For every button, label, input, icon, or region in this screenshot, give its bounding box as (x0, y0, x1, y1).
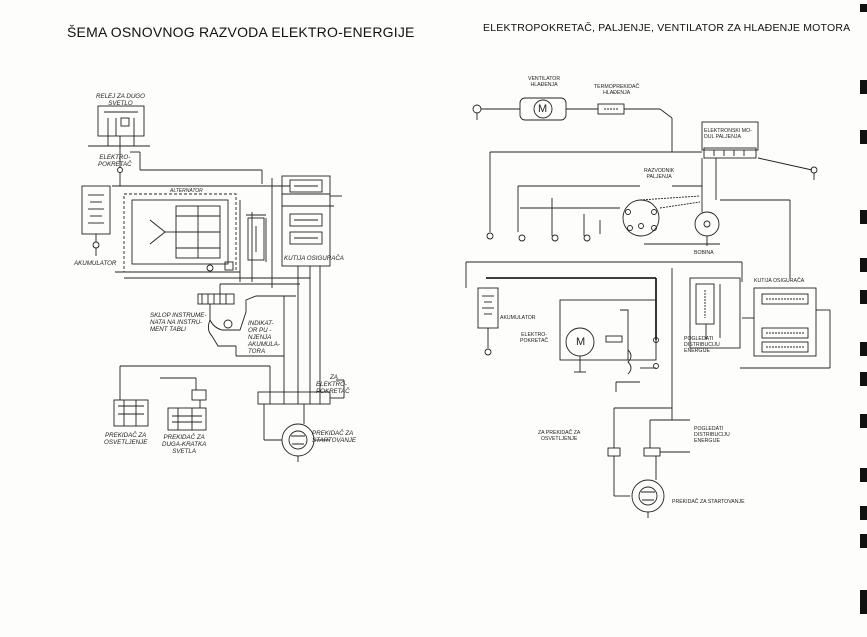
starter-box (559, 299, 657, 361)
scan-edge-mark (860, 4, 867, 12)
ignition-coil (694, 211, 720, 237)
label-elektropokretac-right: ELEKTRO-POKRETAČ (520, 332, 549, 344)
fuse-box-left (281, 175, 331, 267)
label-alternator: ALTERNATOR (170, 188, 203, 194)
scan-edge-mark (860, 290, 867, 304)
label-sklop: SKLOP INSTRUME-NATA NA INSTRU-MENT TABLI (150, 312, 207, 333)
switch-osvetljenje (113, 399, 149, 427)
starter-motor-symbol: M (576, 336, 586, 348)
ignition-module (701, 121, 759, 151)
left-diagram-title: ŠEMA OSNOVNOG RAZVODA ELEKTRO-ENERGIJE (67, 24, 415, 40)
scan-edge-mark (860, 210, 867, 224)
right-diagram-title: ELEKTROPOKRETAČ, PALJENJE, VENTILATOR ZA… (483, 22, 851, 34)
switch-svetla (167, 407, 207, 431)
scan-edge-mark (860, 590, 867, 614)
instrument-cluster (197, 293, 235, 305)
relay-box (97, 105, 145, 137)
fuse-box-right (689, 277, 741, 349)
scan-edge-mark (860, 80, 867, 94)
label-kutija-left: KUTIJA OSIGURAČA (284, 255, 344, 262)
label-prekidac-startovanje-right: PREKIDAČ ZA STARTOVANJE (672, 499, 745, 505)
label-akumulator-left: AKUMULATOR (74, 260, 117, 267)
label-modul: ELEKTRONSKI MO-DUL PALJENJA (704, 128, 752, 140)
scan-edge-mark (860, 506, 867, 520)
label-elektropokretac-top: ELEKTRO-POKRETAČ (98, 154, 132, 168)
scan-edge-mark (860, 414, 867, 428)
label-bobina: BOBINA (694, 250, 714, 256)
scan-edge-mark (860, 258, 867, 272)
scan-edge-mark (860, 468, 867, 482)
scan-edge-mark (860, 372, 867, 386)
label-akumulator-right: AKUMULATOR (500, 315, 536, 321)
label-kutija-right: KUTIJA OSIGURAČA (754, 278, 805, 284)
scan-edge-mark (860, 130, 867, 144)
ignition-switch-right (631, 479, 665, 513)
scan-edge-mark (860, 342, 867, 356)
scan-edge-mark (860, 534, 867, 548)
fuse-box-right-2 (753, 287, 817, 357)
fan-motor-symbol: M (538, 103, 548, 115)
